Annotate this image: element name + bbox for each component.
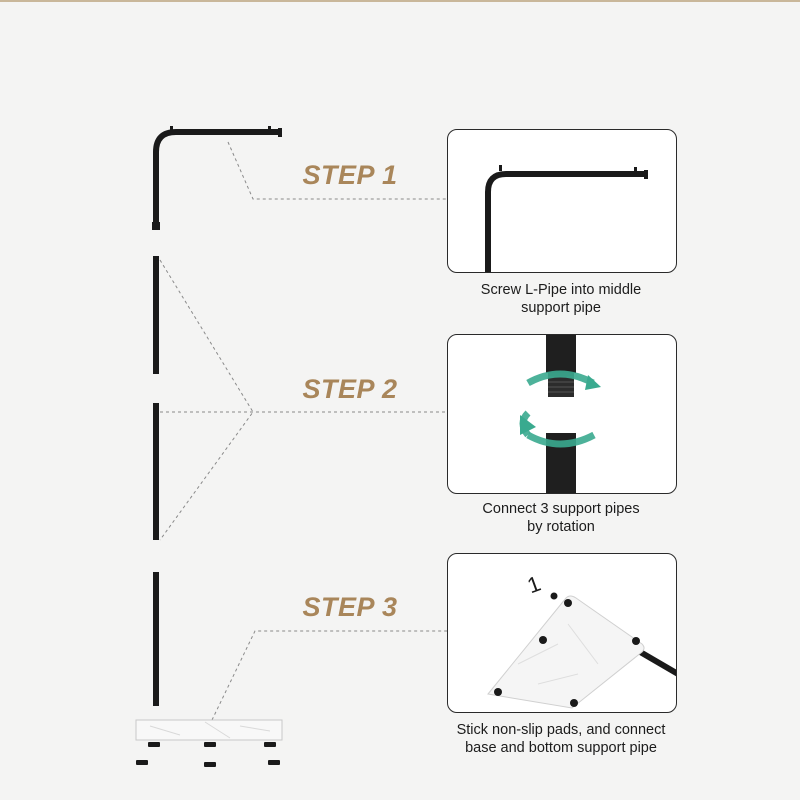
step-1-detail-panel	[447, 129, 677, 273]
l-pipe	[152, 126, 282, 230]
support-pipe-bottom	[153, 572, 159, 706]
callout-line-step3	[211, 630, 447, 721]
callout-line-step1	[227, 141, 447, 200]
support-pipe-middle	[153, 403, 159, 540]
top-rule	[0, 0, 800, 2]
step-3-caption: Stick non-slip pads, and connect base an…	[436, 721, 686, 757]
step-3-caption-line2: base and bottom support pipe	[465, 740, 657, 756]
l-pipe-detail-illustration	[485, 165, 648, 272]
step-1-caption-line1: Screw L-Pipe into middle	[480, 282, 642, 298]
step-1-caption: Screw L-Pipe into middle support pipe	[436, 281, 686, 317]
step-1-label: STEP 1	[302, 160, 398, 190]
step-2-label: STEP 2	[302, 374, 398, 404]
step-3-label: STEP 3	[302, 592, 398, 622]
marble-base	[135, 719, 283, 767]
callout-line-step2-v	[159, 259, 254, 541]
step-2-caption-line2: by rotation	[527, 519, 595, 535]
step-2-caption: Connect 3 support pipes by rotation	[436, 500, 686, 536]
callout-lines	[159, 141, 447, 721]
step-2-caption-line1: Connect 3 support pipes	[482, 501, 640, 517]
support-pipe-top	[153, 256, 159, 374]
step-3-detail-panel: 1	[447, 553, 677, 713]
step-3-caption-line1: Stick non-slip pads, and connect	[456, 722, 666, 738]
base-pads-detail-illustration	[487, 592, 676, 709]
step-2-detail-panel	[447, 334, 677, 494]
step-1-caption-line2: support pipe	[521, 300, 601, 316]
pipe-rotation-detail-illustration	[519, 335, 601, 493]
